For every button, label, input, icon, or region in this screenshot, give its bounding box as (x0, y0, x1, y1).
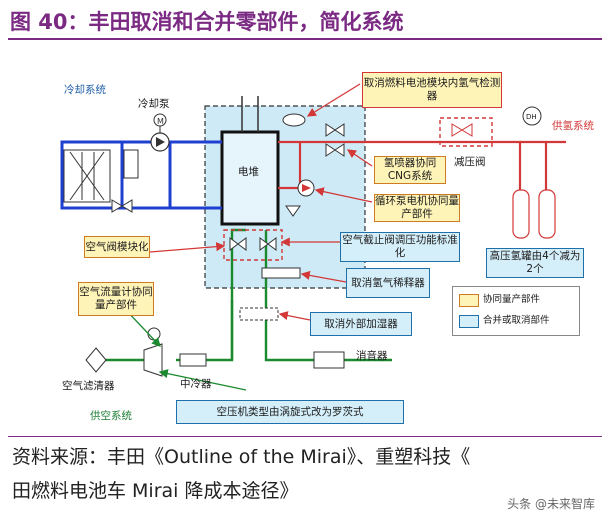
fuel-cell-system-diagram: M (60, 83, 566, 391)
cooling-valve-icon (111, 199, 133, 213)
pressure-regulator-box (439, 117, 493, 147)
compressor-icon (143, 343, 163, 377)
pressure-valve-label: 减压阀 (454, 156, 486, 168)
hydrogen-tanks (512, 189, 556, 239)
page-title: 图 40：丰田取消和合并零部件，简化系统 (10, 10, 404, 34)
intercooler-icon (179, 353, 207, 367)
intercooler-label: 中冷器 (180, 378, 212, 390)
callout-remove-humidifier: 取消外部加湿器 (310, 312, 412, 336)
callout-remove-diluter: 取消氢气稀释器 (346, 268, 430, 298)
cooling-system-label: 冷却系统 (64, 84, 106, 96)
callout-pump-motor: 循环泵电机协同量产部件 (374, 194, 460, 222)
air-filter-label: 空气滤清器 (62, 380, 115, 392)
source-line-2: 田燃料电池车 Mirai 降成本途径》 (12, 480, 299, 502)
stack-label: 电堆 (238, 166, 259, 178)
diluter-icon (261, 267, 301, 279)
humidifier-icon (239, 307, 279, 321)
title-rule (8, 38, 602, 40)
hydrogen-loop (278, 140, 566, 190)
callout-remove-sensor: 取消燃料电池模块内氢气检测器 (362, 72, 502, 108)
legend: 协同量产部件 合并或取消部件 (452, 286, 580, 336)
legend-blue-label: 合并或取消部件 (483, 315, 550, 326)
legend-blue-swatch (459, 315, 479, 328)
callout-air-cutoff: 空气截止阀调压功能标准化 (340, 232, 460, 262)
callout-tank: 高压氢罐由4个减为2个 (486, 248, 584, 278)
source-line-1: 资料来源：丰田《Outline of the Mirai》、重塑科技《 (12, 446, 471, 468)
air-supply-label: 供空系统 (90, 410, 132, 422)
hydrogen-sensor (282, 113, 306, 127)
source-rule (8, 436, 602, 437)
callout-air-valve-module: 空气阀模块化 (84, 236, 150, 258)
coolant-filter-icon (123, 149, 139, 179)
watermark: 头条 @未来智库 (507, 497, 595, 511)
stack-block (220, 130, 280, 226)
dh-sensor-icon (522, 106, 542, 126)
dh-label: DH (526, 113, 537, 121)
silencer-label: 消音器 (356, 350, 388, 362)
callout-flowmeter: 空气流量计协同量产部件 (78, 282, 154, 316)
hydrogen-supply-label: 供氢系统 (552, 120, 594, 132)
cooling-pump-label: 冷却泵 (138, 98, 170, 110)
legend-yellow-swatch (459, 294, 479, 307)
callout-injector: 氢喷器协同CNG系统 (374, 156, 446, 184)
callout-compressor: 空压机类型由涡旋式改为罗茨式 (176, 400, 404, 424)
radiator-icon (63, 149, 111, 203)
air-filter-icon (85, 347, 107, 373)
silencer-icon (313, 351, 345, 369)
svg-text:M: M (157, 117, 164, 126)
legend-yellow-label: 协同量产部件 (483, 294, 541, 305)
